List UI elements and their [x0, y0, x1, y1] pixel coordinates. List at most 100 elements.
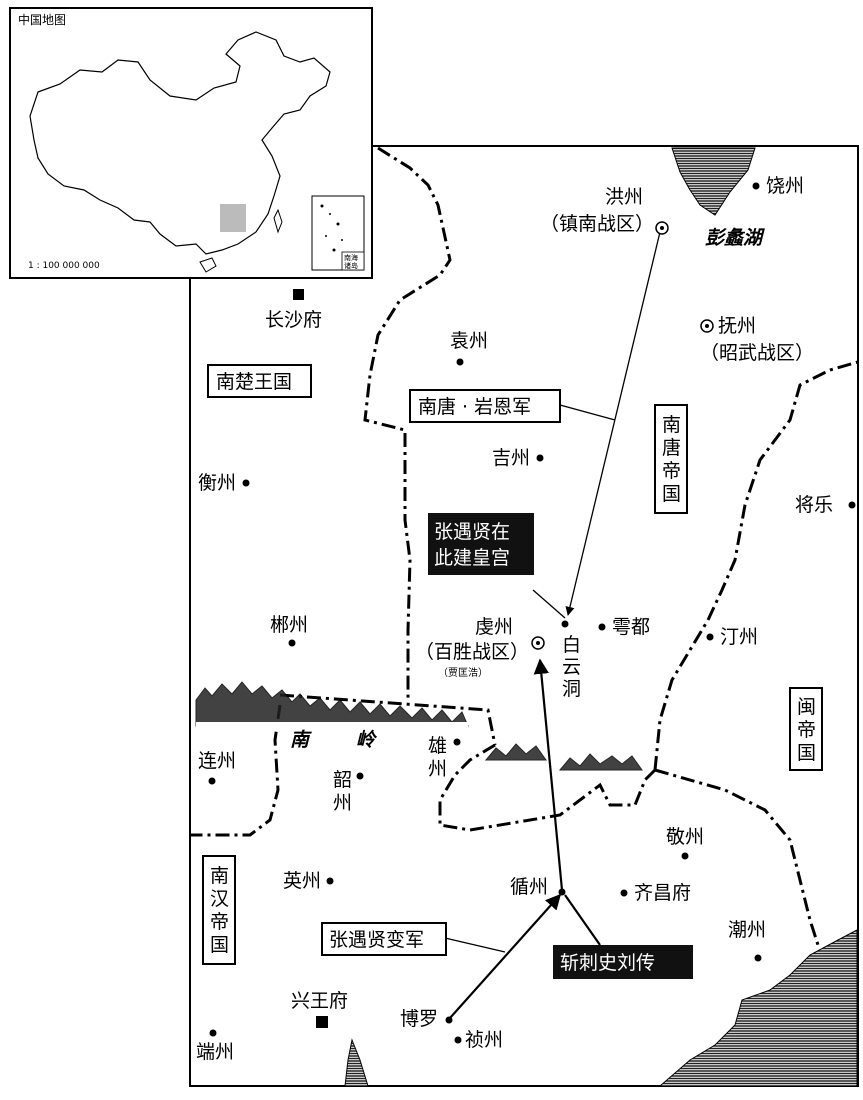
- marker-xunzhou: [558, 888, 566, 896]
- label-nantang-empire-4: 国: [662, 483, 681, 505]
- marker-yingzhou: [326, 877, 334, 885]
- label-nanchu: 南楚王国: [216, 371, 292, 393]
- hainan-island: [199, 257, 217, 273]
- city-markers: [208, 182, 856, 1044]
- label-nantang-empire-2: 唐: [662, 437, 681, 459]
- label-qianzhou-note: （贾匡浩）: [438, 667, 488, 679]
- coast-inlet: [344, 1038, 369, 1087]
- box-nanhan: [202, 855, 236, 965]
- label-palace-2: 此建皇宫: [434, 547, 510, 569]
- nantang-army-arrow: [565, 231, 661, 616]
- label-hongzhou-sub: （镇南战区）: [540, 213, 654, 235]
- rebel-arrow-boluo: [449, 893, 562, 1019]
- marker-zhenzhou: [454, 1036, 462, 1044]
- callout-rebel: [444, 937, 506, 953]
- label-nanling-1: 南: [290, 729, 312, 751]
- marker-yuanzhou: [456, 358, 464, 366]
- marker-xiongzhou: [453, 738, 461, 746]
- box-kill: [553, 945, 693, 979]
- label-zhenzhou: 祯州: [465, 1029, 503, 1051]
- marker-baiyundong: [561, 620, 569, 628]
- label-qichangfu: 齐昌府: [634, 882, 691, 904]
- label-nanling-2: 岭: [356, 729, 378, 751]
- marker-jiangle: [848, 501, 856, 509]
- label-changsha: 长沙府: [265, 309, 322, 331]
- marker-hengzhou: [242, 479, 250, 487]
- poyang-lake: [671, 147, 756, 216]
- label-jingzhou: 敬州: [666, 826, 704, 848]
- box-palace: [428, 513, 534, 575]
- label-hengzhou: 衡州: [198, 472, 236, 494]
- label-lianzhou: 连州: [198, 750, 236, 772]
- label-shaozhou-1: 韶: [333, 769, 352, 791]
- label-jizhou: 吉州: [492, 447, 530, 469]
- label-nanhan-4: 国: [210, 934, 229, 956]
- south-sea-islands: [320, 204, 343, 252]
- south-sea-label-1: 南海: [344, 253, 358, 262]
- arrows: [444, 231, 661, 1019]
- marker-jizhou: [536, 454, 544, 462]
- label-baiyundong-2: 云: [562, 656, 581, 678]
- marker-fuzhou-dot: [705, 324, 709, 328]
- box-nanchu: [207, 364, 312, 398]
- china-outline: [29, 31, 331, 255]
- label-qianzhou-sub: （百胜战区）: [415, 641, 529, 663]
- marker-chenzhou: [288, 639, 296, 647]
- marker-qichangfu: [620, 889, 628, 897]
- callout-nantang-army: [559, 404, 616, 421]
- main-map-frame: [189, 145, 859, 1087]
- box-rebel-army: [321, 922, 447, 956]
- marker-tingzhou: [706, 633, 714, 641]
- label-baiyundong-3: 洞: [562, 678, 581, 700]
- callout-kill: [564, 894, 601, 946]
- label-xingwangfu: 兴王府: [291, 990, 348, 1012]
- label-jiangle: 将乐: [795, 494, 833, 516]
- callout-palace: [532, 589, 566, 619]
- label-yingzhou: 英州: [283, 870, 321, 892]
- inset-scale: 1 : 100 000 000: [28, 261, 100, 271]
- mountain-mask: [196, 722, 468, 728]
- marker-changsha: [293, 289, 304, 300]
- box-nantang-empire: [654, 404, 688, 514]
- rebel-arrow-north: [533, 658, 564, 891]
- marker-qianzhou-dot: [536, 641, 540, 645]
- marker-raozhou: [752, 182, 760, 190]
- label-boluo: 博罗: [400, 1008, 438, 1030]
- label-nanhan-3: 帝: [210, 911, 229, 933]
- marker-chaozhou: [754, 954, 762, 962]
- marker-lianzhou: [208, 777, 216, 785]
- label-nantang-empire-3: 帝: [662, 460, 681, 482]
- marker-yundu: [598, 623, 606, 631]
- label-chaozhou: 潮州: [728, 919, 766, 941]
- marker-xingwangfu: [316, 1016, 328, 1028]
- label-nanhan-2: 汉: [210, 888, 229, 910]
- marker-boluo: [445, 1016, 453, 1024]
- label-raozhou: 饶州: [766, 175, 804, 197]
- white-boxes: 南楚王国 南唐 · 岩恩军 南 唐 帝 国 闽 帝 国 南 汉 帝 国 张遇贤变…: [202, 364, 823, 965]
- place-labels: 洪州 （镇南战区） 饶州 彭蠡湖 长沙府 袁州 抚州 （昭武战区） 吉州 衡州 …: [196, 175, 833, 1063]
- dark-boxes: 张遇贤在 此建皇宫 斩刺史刘传: [428, 513, 693, 979]
- nanling-mountains: [195, 681, 643, 771]
- label-fuzhou: 抚州: [718, 315, 756, 337]
- label-tingzhou: 汀州: [720, 626, 758, 648]
- label-baiyundong-1: 白: [562, 634, 581, 656]
- taiwan-island: [273, 208, 283, 234]
- marker-duanzhou: [209, 1029, 217, 1037]
- label-hongzhou: 洪州: [605, 186, 643, 208]
- label-fuzhou-sub: （昭武战区）: [700, 342, 814, 364]
- south-sea-label-2: 诸岛: [344, 261, 358, 270]
- label-min-empire-2: 帝: [797, 719, 816, 741]
- marker-hongzhou-dot: [660, 226, 664, 230]
- label-rebel-army: 张遇贤变军: [329, 929, 424, 951]
- marker-shaozhou: [356, 772, 364, 780]
- label-shaozhou-2: 州: [333, 792, 352, 814]
- label-palace-1: 张遇贤在: [434, 521, 510, 543]
- region-highlight: [220, 204, 246, 232]
- label-chenzhou: 郴州: [270, 614, 308, 636]
- label-yundu: 雩都: [612, 616, 650, 638]
- label-duanzhou: 端州: [196, 1041, 234, 1063]
- south-sea-label-box: [341, 251, 365, 271]
- label-kill: 斩刺史刘传: [560, 952, 655, 974]
- label-min-empire-1: 闽: [797, 696, 816, 718]
- label-nantang-army: 南唐 · 岩恩军: [418, 396, 531, 418]
